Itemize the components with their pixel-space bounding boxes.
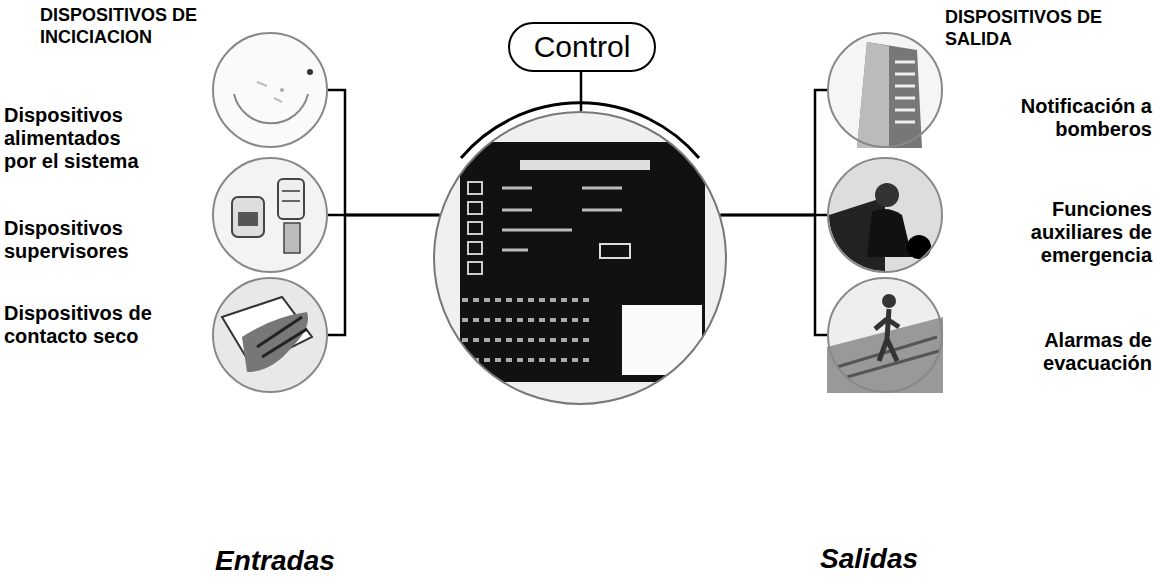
circle-illustration [212,32,328,148]
control-label: Control [534,30,631,63]
group-caption: Entradas [215,544,335,578]
device-label: Dispositivos alimentados por el sistema [4,104,154,173]
circle-illustration [212,157,328,273]
device-circle: Alarmas de evacuación [827,277,943,393]
device-label: Funciones auxiliares de emergencia [1002,198,1152,267]
connector-line [328,90,439,215]
device-label: Dispositivos de contacto seco [4,302,189,348]
device-label: Notificación a bomberos [952,95,1152,141]
group-caption: Salidas [820,542,918,576]
circle-illustration [432,110,728,406]
device-circle: Funciones auxiliares de emergencia [827,157,943,273]
device-label: Dispositivos supervisores [4,217,169,263]
circle-illustration [827,157,943,273]
section-heading: DISPOSITIVOS DE SALIDA [945,6,1145,50]
device-circle: Dispositivos de contacto seco [212,277,328,393]
device-label: Alarmas de evacuación [1002,329,1152,375]
connector-line [580,72,583,111]
connector-line [721,215,827,335]
device-circle: Dispositivos supervisores [212,157,328,273]
control-box: Control [508,22,657,72]
circle-illustration [212,277,328,393]
connector-line [328,215,439,335]
device-circle [432,110,728,406]
section-heading: DISPOSITIVOS DE INCICIACION [40,4,240,48]
device-circle: Dispositivos alimentados por el sistema [212,32,328,148]
circle-illustration [827,277,943,393]
circle-illustration [827,32,943,148]
device-circle: Notificación a bomberos [827,32,943,148]
connector-line [721,90,827,215]
